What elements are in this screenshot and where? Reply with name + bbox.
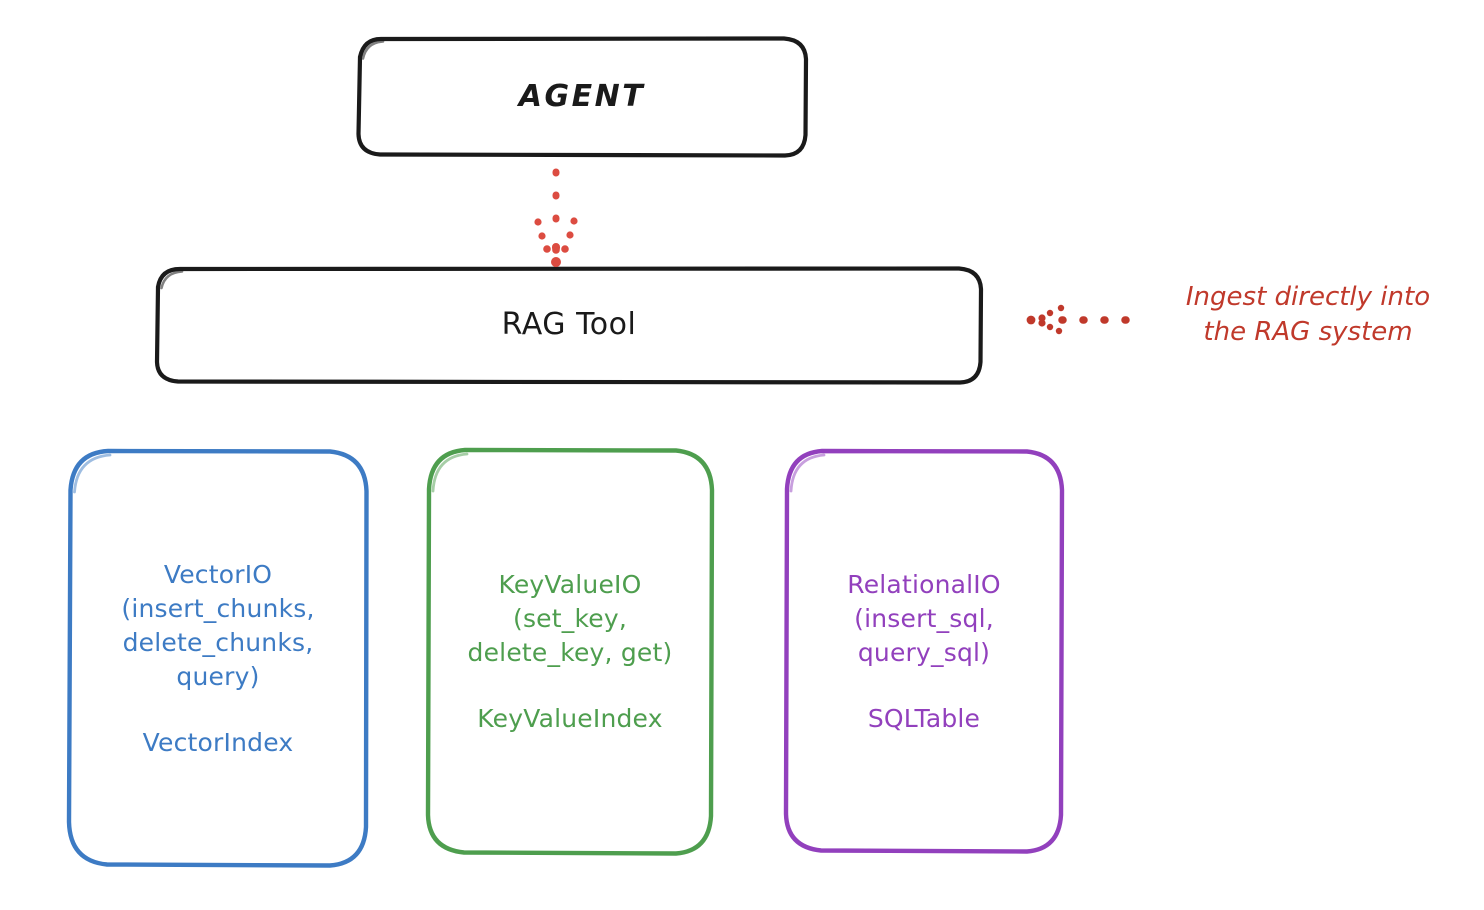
node-key-value-io[interactable]: KeyValueIO (set_key, delete_key, get) Ke…: [428, 449, 712, 852]
node-vector-io-content: VectorIO (insert_chunks, delete_chunks, …: [70, 558, 366, 757]
node-relational-io[interactable]: RelationalIO (insert_sql, query_sql) SQL…: [786, 450, 1062, 850]
node-rag-tool-label: RAG Tool: [501, 307, 637, 343]
node-relational-io-label: RelationalIO (insert_sql, query_sql): [847, 569, 1001, 667]
key-value-io-box-outline: [425, 447, 715, 856]
node-relational-io-content: RelationalIO (insert_sql, query_sql) SQL…: [786, 568, 1062, 733]
edge-agent-to-rag-tool: [534, 168, 578, 268]
relational-io-box-outline: [783, 448, 1065, 854]
rag-tool-box-outline: [154, 266, 984, 385]
node-agent-label: AGENT: [518, 78, 646, 114]
edge-ingest-to-rag-tool: [1026, 304, 1137, 335]
node-agent[interactable]: AGENT: [358, 38, 806, 155]
node-key-value-io-label: KeyValueIO (set_key, delete_key, get): [467, 570, 673, 667]
node-vector-io[interactable]: VectorIO (insert_chunks, delete_chunks, …: [70, 450, 366, 865]
node-rag-tool[interactable]: RAG Tool: [157, 268, 981, 382]
agent-box-outline: [356, 36, 809, 158]
node-key-value-io-content: KeyValueIO (set_key, delete_key, get) Ke…: [428, 568, 712, 733]
vector-io-box-outline: [66, 448, 369, 868]
node-vector-io-sublabel: VectorIndex: [142, 728, 294, 757]
node-relational-io-sublabel: SQLTable: [867, 703, 981, 733]
node-key-value-io-sublabel: KeyValueIndex: [477, 704, 663, 733]
node-vector-io-label: VectorIO (insert_chunks, delete_chunks, …: [121, 560, 315, 691]
annotation-ingest: Ingest directly into the RAG system: [1185, 282, 1431, 348]
